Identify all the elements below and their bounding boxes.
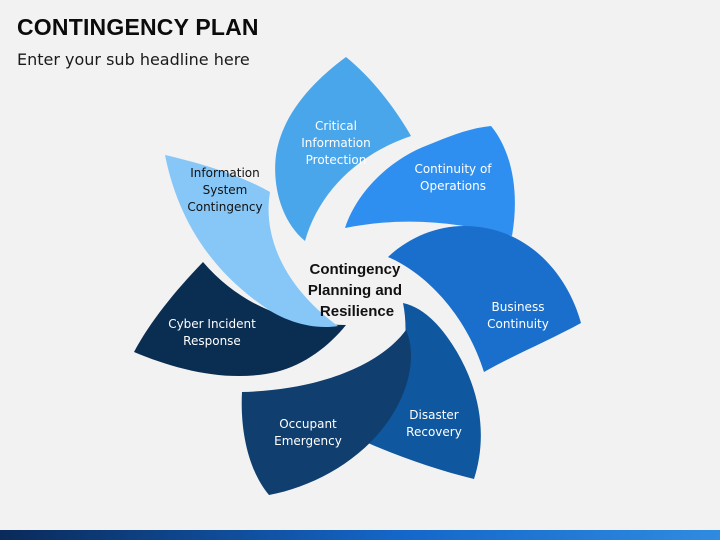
center-label: Contingency Planning and Resilience	[308, 261, 406, 320]
petal-label-line: Response	[183, 334, 241, 348]
petal-label-line: Contingency	[187, 200, 262, 214]
petal-label-line: Recovery	[406, 425, 462, 439]
petal-label-continuity-of-operations: Continuity of Operations	[414, 162, 492, 193]
petal-label-line: Critical	[315, 119, 357, 133]
petal-label-line: Business	[492, 300, 545, 314]
petal-label-line: Disaster	[409, 408, 459, 422]
petal-label-line: Protection	[306, 153, 367, 167]
petal-critical-information-protection	[275, 57, 411, 241]
petal-label-line: Emergency	[274, 434, 342, 448]
center-label-line-1: Contingency	[309, 261, 400, 278]
petal-disaster-recovery	[368, 303, 481, 479]
petal-label-line: System	[203, 183, 248, 197]
petal-label-line: Cyber Incident	[168, 317, 256, 331]
petal-information-system-contingency	[165, 155, 338, 328]
petal-label-line: Information	[190, 166, 259, 180]
petal-label-line: Continuity	[487, 317, 549, 331]
petal-continuity-of-operations	[345, 126, 515, 236]
center-label-line-2: Planning and	[308, 282, 402, 299]
petal-cyber-incident-response	[134, 262, 346, 377]
petal-label-line: Operations	[420, 179, 486, 193]
petal-label-line: Continuity of	[414, 162, 492, 176]
bottom-accent-bar	[0, 530, 720, 540]
petal-occupant-emergency	[241, 330, 412, 495]
petal-label-line: Information	[301, 136, 370, 150]
page-title: CONTINGENCY PLAN	[17, 14, 259, 40]
page-subtitle: Enter your sub headline here	[17, 50, 250, 69]
petal-label-line: Occupant	[279, 417, 337, 431]
petal-business-continuity	[388, 226, 581, 372]
center-label-line-3: Resilience	[320, 303, 394, 320]
